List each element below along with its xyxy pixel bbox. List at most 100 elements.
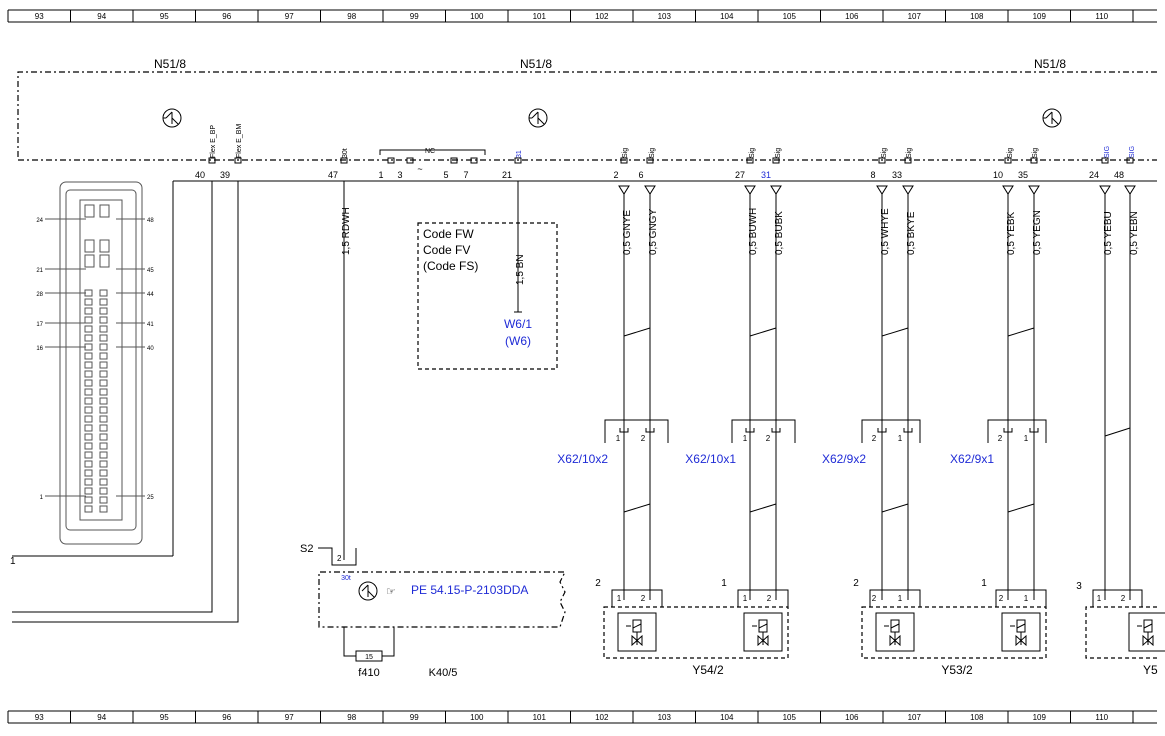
svg-text:Sig: Sig [906,148,913,158]
pin-cell [99,307,108,315]
edge-number: 1 [10,556,16,567]
arrow-icon [618,185,630,195]
pin-cell [99,370,108,378]
pin-cell [99,478,108,486]
pin-cell [99,469,108,477]
terminal [746,157,754,164]
valve-header [869,589,921,607]
svg-text:2: 2 [872,594,877,603]
valve-group-y53-2: Y53/2 [861,606,1047,677]
pin-cell [84,460,93,468]
svg-text:X62/10x2: X62/10x2 [557,452,608,466]
twist-mark [1007,503,1035,513]
module-label-left: N51/8 [154,57,186,71]
twist-mark [1104,427,1131,437]
pin-cell [84,370,93,378]
pin-cell [84,325,93,333]
svg-text:2: 2 [999,594,1004,603]
ruler-label: 98 [347,713,356,722]
svg-text:1: 1 [1097,594,1102,603]
arrow-icon [744,185,756,195]
ruler-label: 109 [1033,12,1047,21]
pin-cell [84,496,93,504]
ruler-label: 110 [1095,12,1108,21]
terminal [904,157,912,164]
terminals [208,157,1134,164]
twist-mark [749,327,777,337]
terminal [470,157,478,164]
connector-pin-number: 41 [147,322,154,328]
pin-cell [99,298,108,306]
arrow-icon [876,185,888,195]
svg-text:1: 1 [898,594,903,603]
ground-w61: W6/1 [504,317,532,331]
pin-cell [84,343,93,351]
pin-cell [84,361,93,369]
pin-cell [99,204,110,218]
ruler-label: 108 [970,12,984,21]
svg-text:5: 5 [443,170,448,180]
ruler-label: 97 [285,713,294,722]
connector-pin-number: 1 [40,495,44,501]
connector-pin [1003,428,1013,433]
svg-text:39: 39 [220,170,230,180]
pin-cell [99,254,110,268]
pin-cell [99,415,108,423]
pin-cell [99,442,108,450]
valve-header [1092,589,1143,607]
connector-pin-number: 45 [147,268,154,274]
pin-cell [84,239,95,253]
valve-group-y54-2: Y54/2 [603,606,789,677]
pe-reference-link[interactable]: PE 54.15-P-2103DDA [411,583,528,597]
ground-w6: (W6) [505,334,531,348]
pin-cell [84,352,93,360]
terminal [646,157,654,164]
pin-cell [84,388,93,396]
code-line3: (Code FS) [423,259,478,273]
svg-text:NC: NC [425,148,435,155]
svg-text:0,5 YEBU: 0,5 YEBU [1103,211,1114,255]
connector-pin [619,428,629,433]
relay-k40-5: S2 2 30t ☞ PE 54.15-P-2103DDA 15 f410 K4… [300,543,566,679]
svg-text:K40/5: K40/5 [429,667,458,679]
ruler-label: 99 [410,713,419,722]
connector-pin-number: 48 [147,218,154,224]
svg-text:2: 2 [337,554,342,563]
connector-pin-number: 25 [147,495,154,501]
svg-text:0,5 WHYE: 0,5 WHYE [880,208,891,255]
svg-text:2: 2 [595,578,601,589]
pin-cell [99,316,108,324]
connector-pin-number: 28 [36,292,43,298]
connector-pin [745,428,755,433]
pin-cell [99,487,108,495]
solenoid-valve-icon [875,612,915,652]
wire-labels: 0,5 GNYE 0,5 GNGY 0,5 BUWH 0,5 BUBK 0,5 … [622,208,1140,255]
ruler-label: 108 [970,713,984,722]
twist-mark [749,503,777,513]
svg-text:35: 35 [1018,170,1028,180]
terminal [208,157,216,164]
svg-text:2: 2 [1121,594,1126,603]
svg-text:47: 47 [328,170,338,180]
terminal [514,157,522,164]
terminal [1101,157,1109,164]
connector-pin-number: 24 [36,218,43,224]
pin-cell [84,254,95,268]
connector-pin [771,428,781,433]
svg-text:X62/10x1: X62/10x1 [685,452,736,466]
svg-text:27: 27 [735,170,745,180]
arrow-icon [1002,185,1014,195]
ruler-label: 104 [720,12,734,21]
svg-text:0,5 YEBN: 0,5 YEBN [1129,211,1140,255]
pin-labels: 40 39 47 1 3 5 7 21 2 6 27 31 8 33 10 35… [195,170,1124,180]
pin-cell [84,334,93,342]
pin-cell [84,397,93,405]
pin-names: Flex E_BP Flex E_BM 30t 31 Sig Sig Sig S… [210,124,1136,158]
svg-text:1: 1 [898,434,903,443]
pointing-hand-icon: ☞ [386,586,396,598]
connector-x62-9x2: 2 1 X62/9x2 [822,419,921,466]
valves [617,612,1165,652]
ruler-label: 102 [595,713,609,722]
